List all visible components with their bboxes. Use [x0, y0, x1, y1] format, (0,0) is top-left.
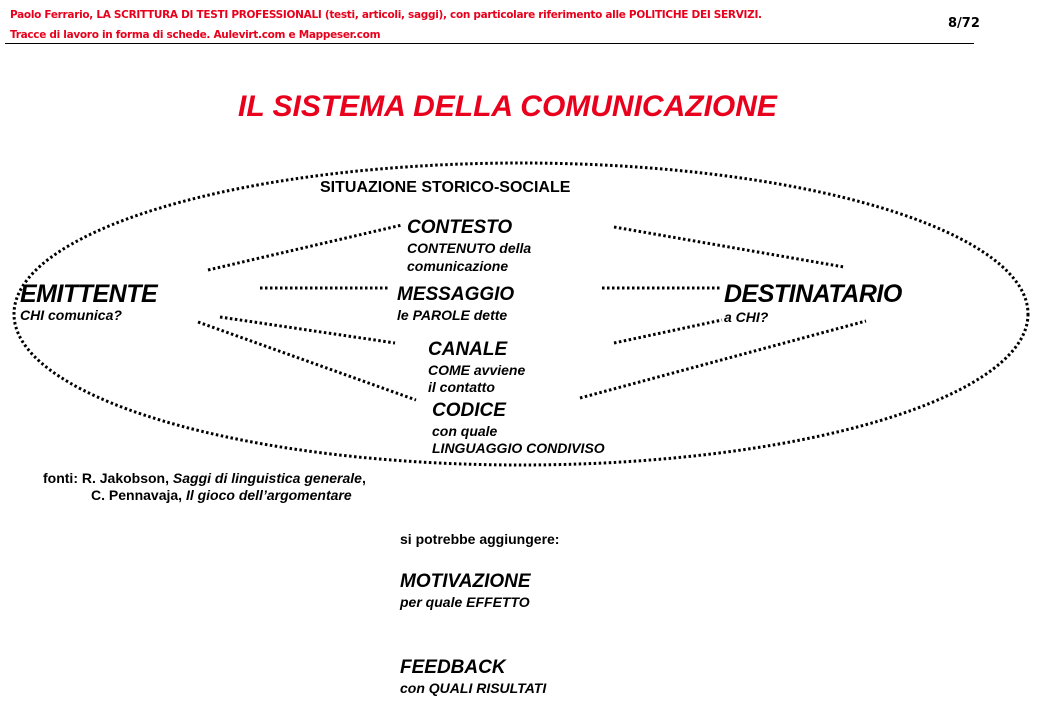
situazione-label: SITUAZIONE STORICO-SOCIALE [320, 179, 571, 196]
feedback-label: FEEDBACK [400, 657, 506, 678]
emittente-sub: CHI comunica? [20, 307, 122, 323]
contesto-sub-1: CONTENUTO della [407, 240, 532, 256]
contesto-sub-2: comunicazione [407, 258, 509, 274]
fonti-line-2: C. Pennavaja, Il gioco dell’argomentare [91, 487, 352, 504]
situation-ellipse [12, 161, 1030, 467]
connector [207, 223, 403, 272]
destinatario-sub: a CHI? [724, 309, 769, 325]
connector [613, 318, 723, 345]
fonti-book-1: Saggi di linguistica generale [172, 470, 362, 486]
fonti-line-1: fonti: R. Jakobson, Saggi di linguistica… [43, 470, 366, 487]
feedback-sub: con QUALI RISULTATI [400, 680, 547, 696]
motivazione-sub: per quale EFFETTO [400, 594, 530, 610]
codice-sub-2: LINGUAGGIO CONDIVISO [432, 440, 605, 456]
canale-sub-1: COME avviene [428, 362, 526, 378]
messaggio-label: MESSAGGIO [397, 284, 515, 305]
aggiungere-label: si potrebbe aggiungere: [400, 531, 560, 547]
contesto-label: CONTESTO [407, 217, 513, 238]
fonti-prefix: fonti: R. Jakobson, [43, 470, 173, 486]
page-number: 8/72 [948, 16, 980, 31]
header-line-1: Paolo Ferrario, LA SCRITTURA DI TESTI PR… [10, 9, 762, 21]
page-title: IL SISTEMA DELLA COMUNICAZIONE [238, 90, 777, 123]
destinatario-label: DESTINATARIO [724, 280, 902, 308]
messaggio-sub: le PAROLE dette [397, 307, 508, 323]
header-line-2: Tracce di lavoro in forma di schede. Aul… [10, 29, 381, 41]
connector [197, 320, 417, 402]
canale-sub-2: il contatto [428, 379, 495, 395]
fonti-author-2: C. Pennavaja, [91, 487, 186, 503]
codice-label: CODICE [432, 400, 506, 421]
connector [219, 315, 396, 345]
canale-label: CANALE [428, 339, 508, 360]
fonti-separator: , [361, 470, 366, 486]
connector [613, 225, 845, 269]
fonti-book-2: Il gioco dell’argomentare [185, 487, 352, 503]
header-divider [5, 43, 974, 44]
emittente-label: EMITTENTE [20, 280, 158, 308]
motivazione-label: MOTIVAZIONE [400, 571, 531, 592]
connector [579, 319, 867, 400]
codice-sub-1: con quale [432, 423, 498, 439]
